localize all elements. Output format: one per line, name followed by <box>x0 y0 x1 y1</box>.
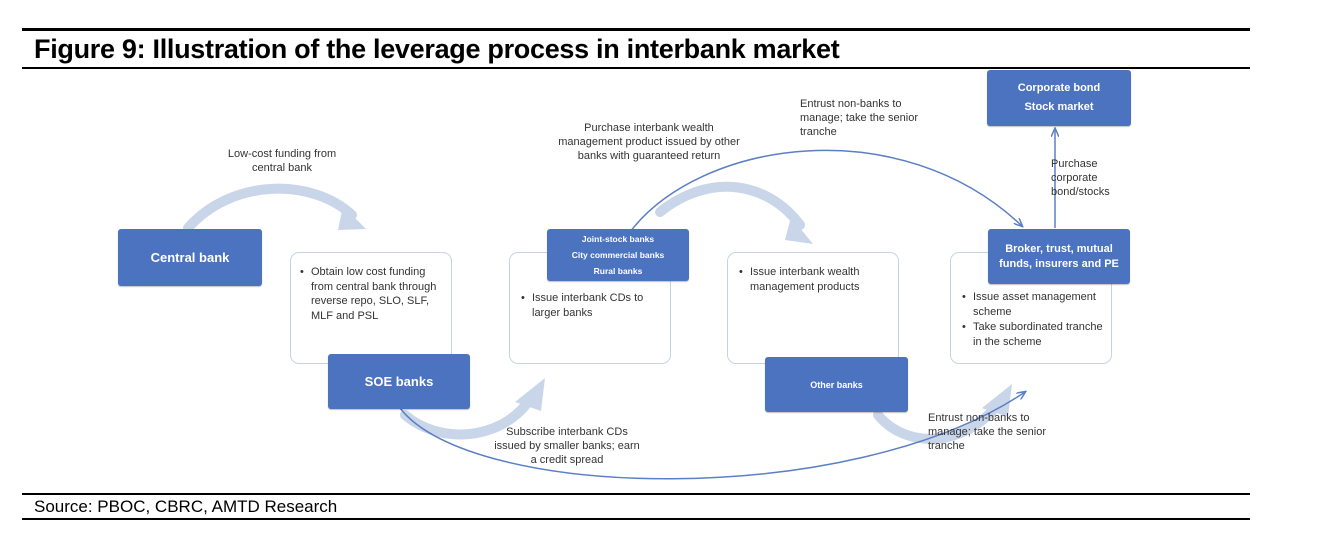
central-bank-label: Central bank <box>150 250 230 265</box>
wide-arrow-small-to-other <box>655 181 813 244</box>
non-banks-label: Broker, trust, mutual funds, insurers an… <box>999 242 1119 270</box>
label-purchase-bonds: Purchase corporate bond/stocks <box>1051 158 1110 198</box>
stock-market-label: Stock market <box>1024 101 1094 113</box>
other-banks-label: Other banks <box>810 379 863 390</box>
bullet-item: Issue interbank wealth management produc… <box>739 265 891 294</box>
soe-banks-box: SOE banks <box>328 354 470 409</box>
bullet-item: Take subordinated tranche in the scheme <box>962 320 1108 349</box>
bottom-rule <box>22 518 1250 520</box>
other-banks-box: Other banks <box>765 357 908 412</box>
label-entrust-bottom: Entrust non-banks to manage; take the se… <box>928 412 1047 452</box>
bullet-item: Obtain low cost funding from central ban… <box>300 265 448 323</box>
bullet-item: Issue asset management scheme <box>962 290 1108 319</box>
thin-arrow-small-to-nonbanks <box>629 149 1022 233</box>
wide-arrow-other-to-nonbanks <box>873 384 1012 444</box>
corporate-bond-label: Corporate bond <box>1017 82 1101 94</box>
other-banks-bullets: Issue interbank wealth management produc… <box>739 265 891 295</box>
wide-arrow-soe-to-small <box>400 378 545 440</box>
label-subscribe-cds: Subscribe interbank CDs issued by smalle… <box>494 426 640 466</box>
figure-source: Source: PBOC, CBRC, AMTD Research <box>34 497 338 516</box>
non-banks-box: Broker, trust, mutual funds, insurers an… <box>988 229 1130 284</box>
source-top-rule <box>22 493 1250 495</box>
joint-stock-banks-label: Joint-stock banks <box>581 234 655 244</box>
small-banks-box: Joint-stock banks City commercial banks … <box>547 229 689 281</box>
city-commercial-banks-label: City commercial banks <box>571 250 665 260</box>
soe-banks-label: SOE banks <box>364 374 434 389</box>
label-low-cost-funding: Low-cost funding from central bank <box>227 148 337 174</box>
top-rule <box>22 28 1250 31</box>
label-entrust-top: Entrust non-banks to manage; take the se… <box>800 98 919 138</box>
rural-banks-label: Rural banks <box>593 266 643 276</box>
small-banks-bullets: Issue interbank CDs to larger banks <box>521 291 667 321</box>
title-underline <box>22 67 1250 69</box>
central-bank-box: Central bank <box>118 229 262 286</box>
wide-arrow-central-to-soe <box>183 183 366 233</box>
markets-box: Corporate bond Stock market <box>987 70 1131 126</box>
bullet-item: Issue interbank CDs to larger banks <box>521 291 667 320</box>
soe-banks-bullets: Obtain low cost funding from central ban… <box>300 265 448 324</box>
non-banks-bullets: Issue asset management scheme Take subor… <box>962 290 1108 350</box>
label-purchase-wmp: Purchase interbank wealth management pro… <box>558 122 740 162</box>
thin-arrow-soe-to-nonbanks <box>399 392 1025 480</box>
figure-title: Figure 9: Illustration of the leverage p… <box>34 34 840 64</box>
